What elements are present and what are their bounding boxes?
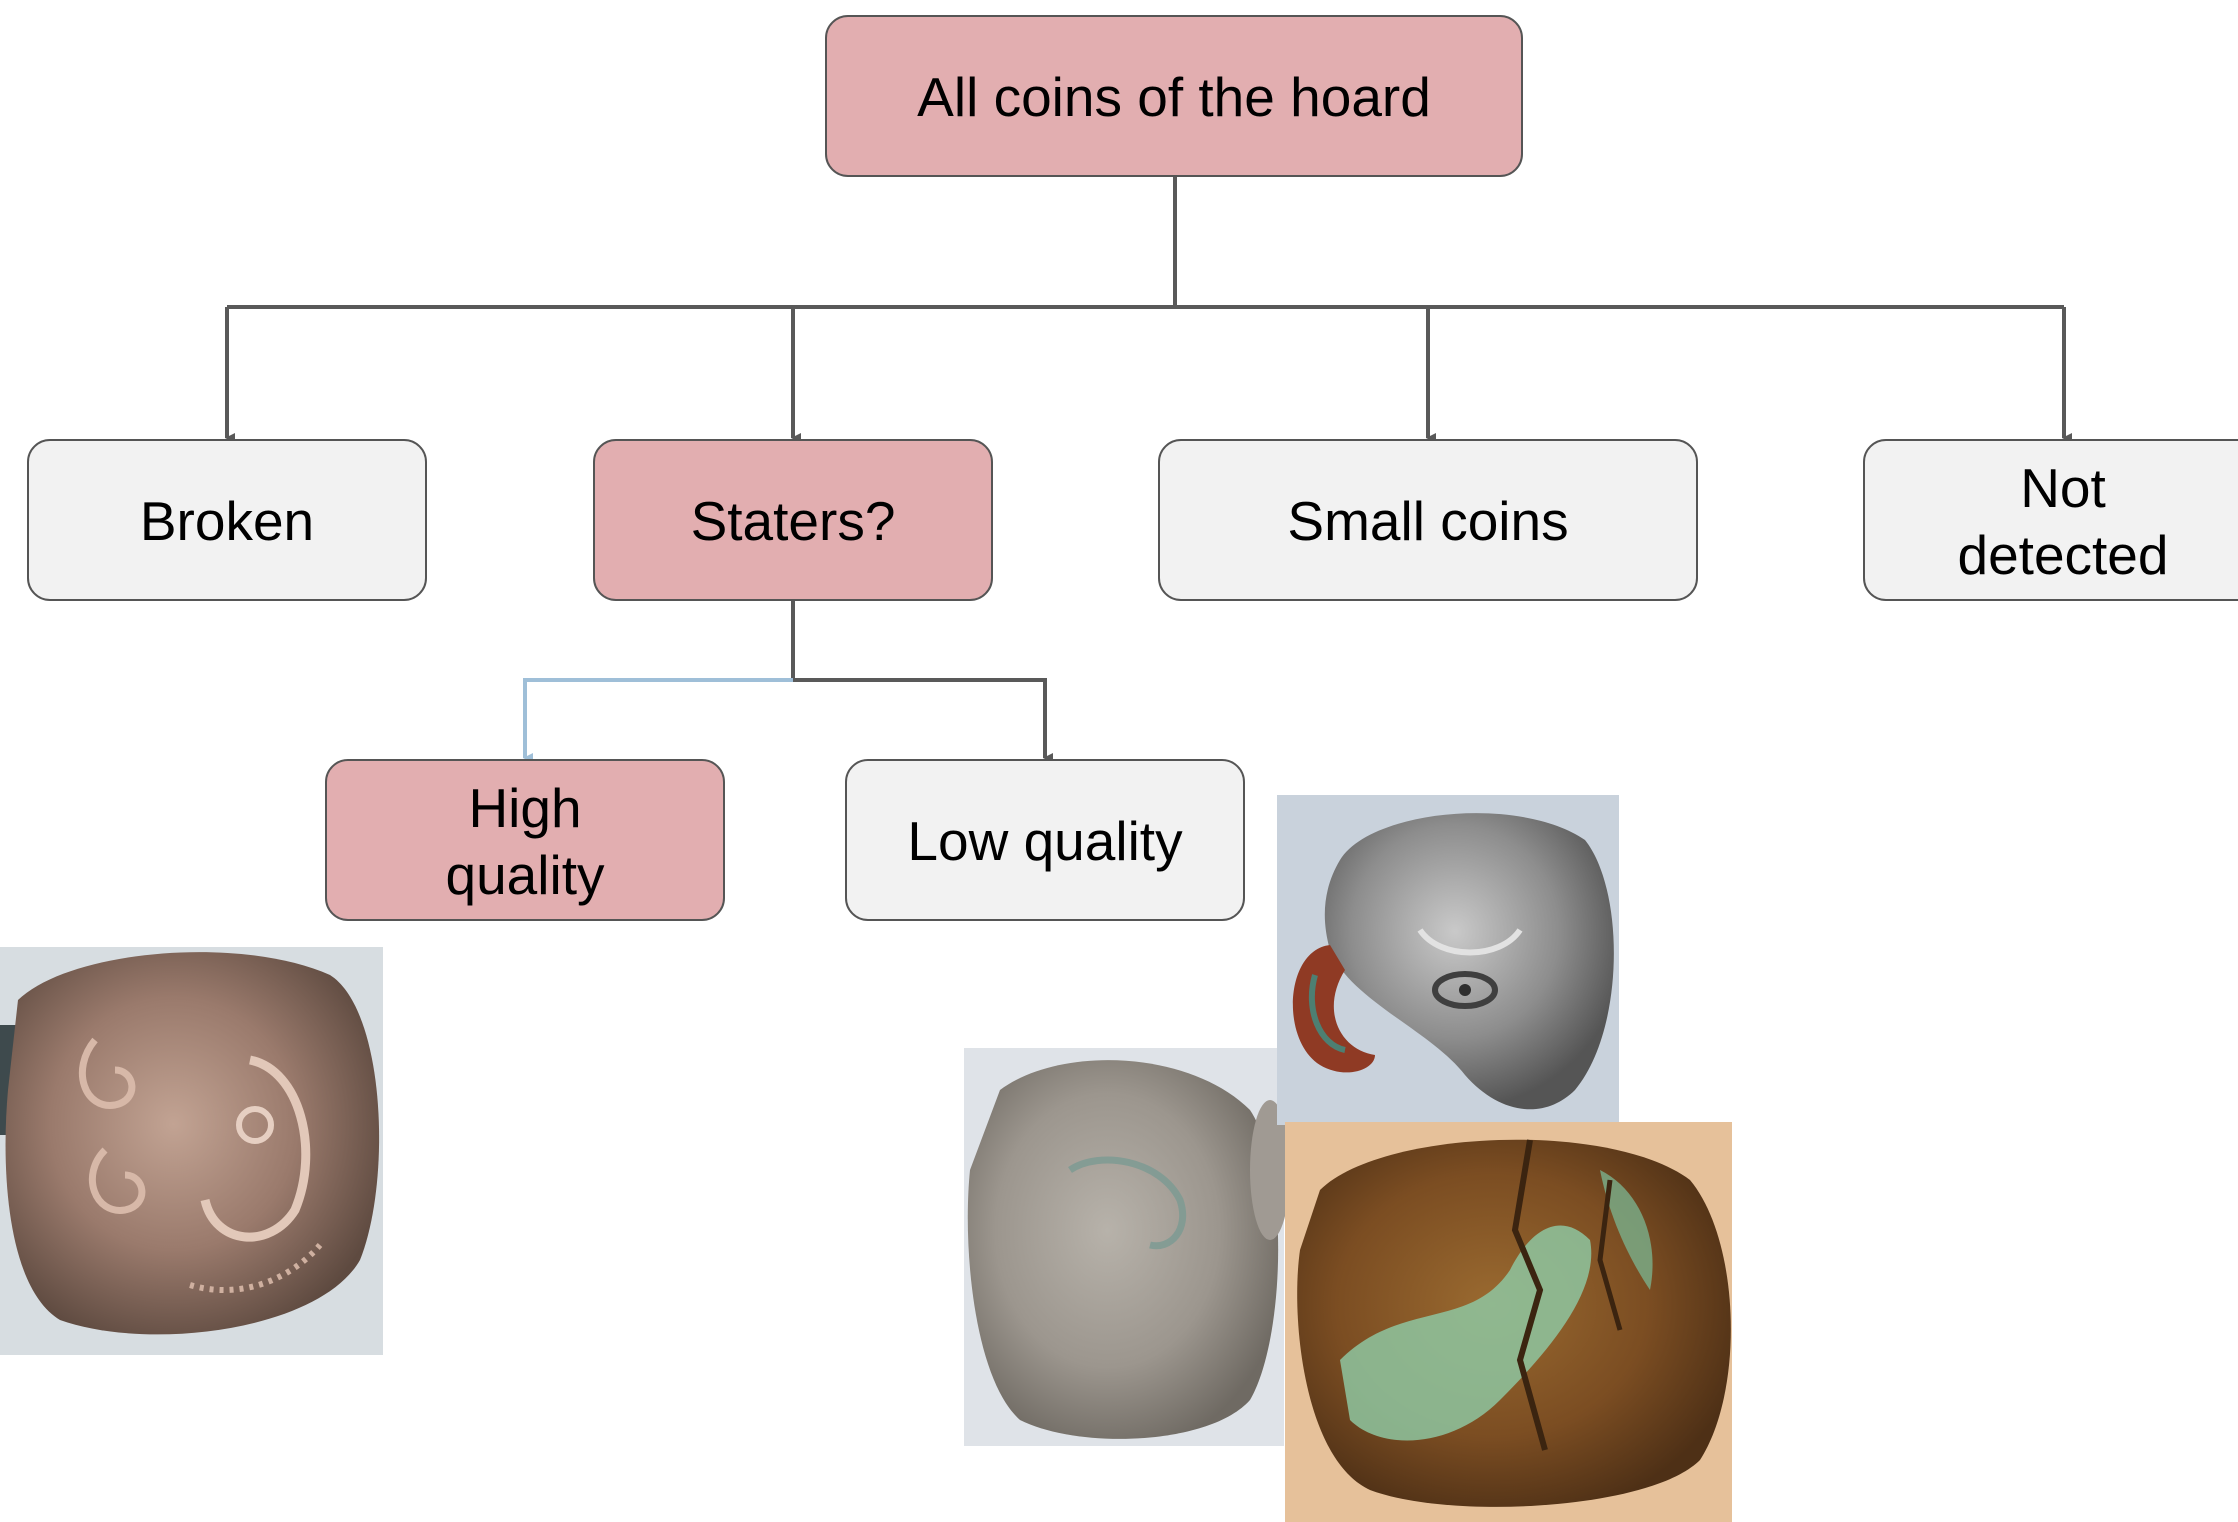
arrow-to-high-quality — [523, 678, 793, 763]
node-high-quality-box — [325, 759, 725, 921]
node-broken: Broken — [27, 439, 427, 601]
node-broken-label: Broken — [140, 490, 314, 552]
arrow-to-low-quality — [793, 678, 1053, 763]
node-low-quality-box — [845, 759, 1245, 921]
node-not-detected-box — [1863, 439, 2238, 601]
high-quality-coin-photo — [0, 947, 383, 1355]
node-root-box — [825, 15, 1523, 177]
node-root: All coins of the hoard — [825, 15, 1523, 177]
low-quality-fragment-coin-photo — [1277, 795, 1619, 1125]
low-quality-corroded-coin-photo — [964, 1048, 1290, 1446]
node-small-coins: Small coins — [1158, 439, 1698, 601]
node-broken-box — [27, 439, 427, 601]
node-high-quality-label-line1: High — [468, 777, 581, 839]
connectors — [225, 176, 2072, 763]
node-not-detected-label-line1: Not — [2020, 457, 2106, 519]
node-staters: Staters? — [593, 439, 993, 601]
node-small-coins-label: Small coins — [1287, 490, 1568, 552]
node-not-detected-label-line2: detected — [1957, 524, 2168, 586]
node-low-quality-label: Low quality — [907, 810, 1183, 872]
node-low-quality: Low quality — [845, 759, 1245, 921]
node-not-detected: Not detected — [1863, 439, 2238, 601]
node-staters-box — [593, 439, 993, 601]
node-small-coins-box — [1158, 439, 1698, 601]
low-quality-green-patina-coin-photo — [1285, 1122, 1732, 1522]
node-root-label: All coins of the hoard — [917, 66, 1431, 128]
node-staters-label: Staters? — [691, 490, 896, 552]
node-high-quality: High quality — [325, 759, 725, 921]
node-high-quality-label-line2: quality — [446, 844, 605, 906]
